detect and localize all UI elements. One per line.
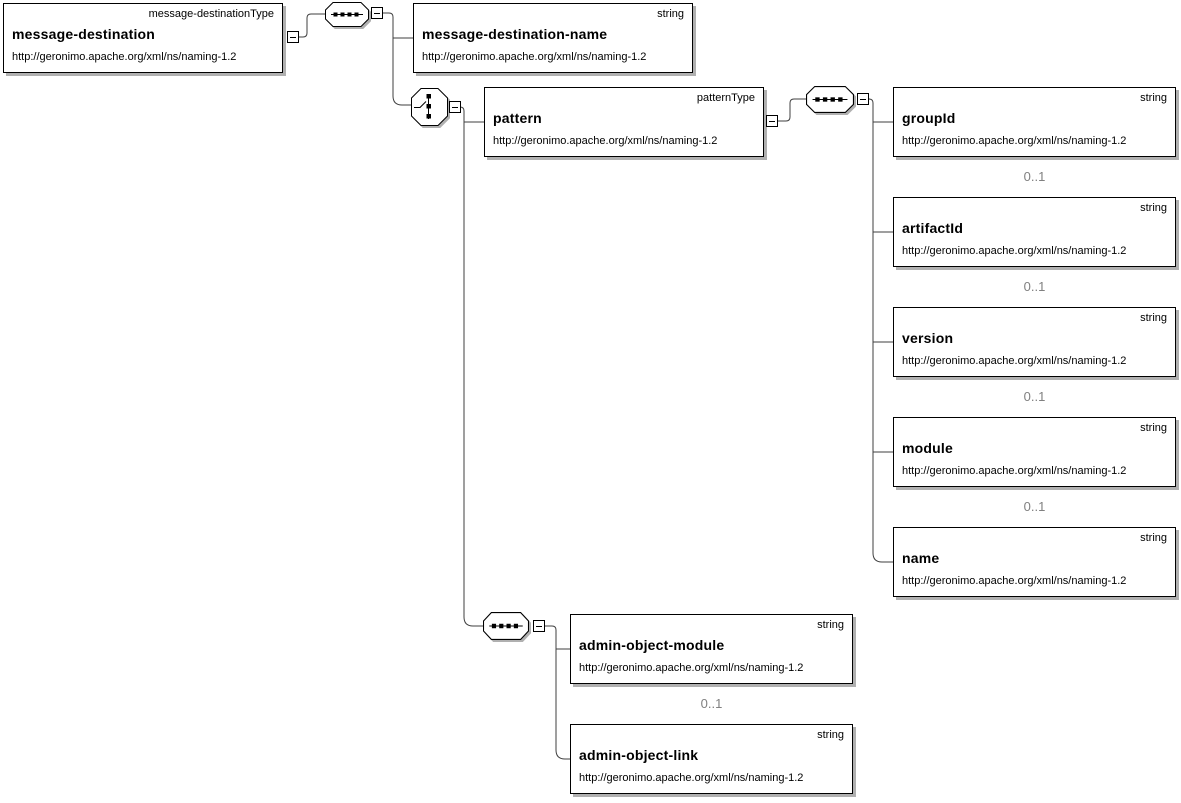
element-name: message-destination-name (422, 26, 608, 42)
sequence-icon[interactable] (806, 86, 854, 113)
element-namespace: http://geronimo.apache.org/xml/ns/naming… (493, 135, 718, 147)
element-name: pattern (493, 110, 542, 126)
collapse-button[interactable] (857, 93, 869, 105)
type-label: string (1140, 532, 1167, 544)
collapse-button[interactable] (533, 620, 545, 632)
element-box-groupid[interactable]: string groupId http://geronimo.apache.or… (893, 87, 1176, 157)
element-namespace: http://geronimo.apache.org/xml/ns/naming… (902, 135, 1127, 147)
type-label: string (1140, 92, 1167, 104)
element-namespace: http://geronimo.apache.org/xml/ns/naming… (902, 245, 1127, 257)
cardinality-label: 0..1 (1023, 499, 1046, 514)
connector-choice-trunk (459, 106, 483, 627)
element-name: module (902, 440, 953, 456)
collapse-button[interactable] (287, 31, 299, 43)
cardinality-label: 0..1 (1023, 389, 1046, 404)
element-name: admin-object-module (579, 637, 725, 653)
element-box-message-destination-name[interactable]: string message-destination-name http://g… (413, 3, 693, 73)
type-label: message-destinationType (148, 8, 274, 20)
minus-glyph (860, 98, 866, 100)
element-name: name (902, 550, 940, 566)
element-box-message-destination[interactable]: message-destinationType message-destinat… (3, 3, 283, 73)
connector-pattern-sequence-trunk (868, 98, 893, 563)
element-box-pattern[interactable]: patternType pattern http://geronimo.apac… (484, 87, 764, 157)
element-namespace: http://geronimo.apache.org/xml/ns/naming… (902, 575, 1127, 587)
minus-glyph (290, 36, 296, 38)
minus-glyph (452, 106, 458, 108)
sequence-icon[interactable] (325, 2, 369, 27)
cardinality-label: 0..1 (700, 696, 723, 711)
element-name: message-destination (12, 26, 156, 42)
element-box-module[interactable]: string module http://geronimo.apache.org… (893, 417, 1176, 487)
type-label: string (1140, 312, 1167, 324)
minus-glyph (536, 625, 542, 627)
element-box-admin-object-link[interactable]: string admin-object-link http://geronimo… (570, 724, 853, 794)
sequence-icon[interactable] (483, 612, 529, 640)
element-name: artifactId (902, 220, 964, 236)
element-namespace: http://geronimo.apache.org/xml/ns/naming… (12, 51, 237, 63)
element-name: groupId (902, 110, 956, 126)
element-namespace: http://geronimo.apache.org/xml/ns/naming… (579, 772, 804, 784)
cardinality-label: 0..1 (1023, 279, 1046, 294)
element-name: admin-object-link (579, 747, 699, 763)
type-label: patternType (696, 92, 755, 104)
collapse-button[interactable] (371, 7, 383, 19)
minus-glyph (374, 12, 380, 14)
type-label: string (817, 619, 844, 631)
connector-admin-sequence-trunk (545, 625, 570, 760)
connector-root-to-sequence (299, 13, 325, 38)
collapse-button[interactable] (449, 101, 461, 113)
element-namespace: http://geronimo.apache.org/xml/ns/naming… (902, 465, 1127, 477)
element-namespace: http://geronimo.apache.org/xml/ns/naming… (902, 355, 1127, 367)
element-box-name[interactable]: string name http://geronimo.apache.org/x… (893, 527, 1176, 597)
type-label: string (1140, 202, 1167, 214)
cardinality-label: 0..1 (1023, 169, 1046, 184)
element-namespace: http://geronimo.apache.org/xml/ns/naming… (422, 51, 647, 63)
element-box-admin-object-module[interactable]: string admin-object-module http://geroni… (570, 614, 853, 684)
type-label: string (657, 8, 684, 20)
collapse-button[interactable] (766, 115, 778, 127)
element-box-artifactid[interactable]: string artifactId http://geronimo.apache… (893, 197, 1176, 267)
minus-glyph (769, 120, 775, 122)
element-name: version (902, 330, 954, 346)
type-label: string (817, 729, 844, 741)
element-namespace: http://geronimo.apache.org/xml/ns/naming… (579, 662, 804, 674)
element-box-version[interactable]: string version http://geronimo.apache.or… (893, 307, 1176, 377)
choice-icon[interactable] (411, 88, 448, 126)
type-label: string (1140, 422, 1167, 434)
connector-pattern-to-sequence (778, 98, 806, 122)
connector-sequence-trunk (383, 12, 411, 106)
